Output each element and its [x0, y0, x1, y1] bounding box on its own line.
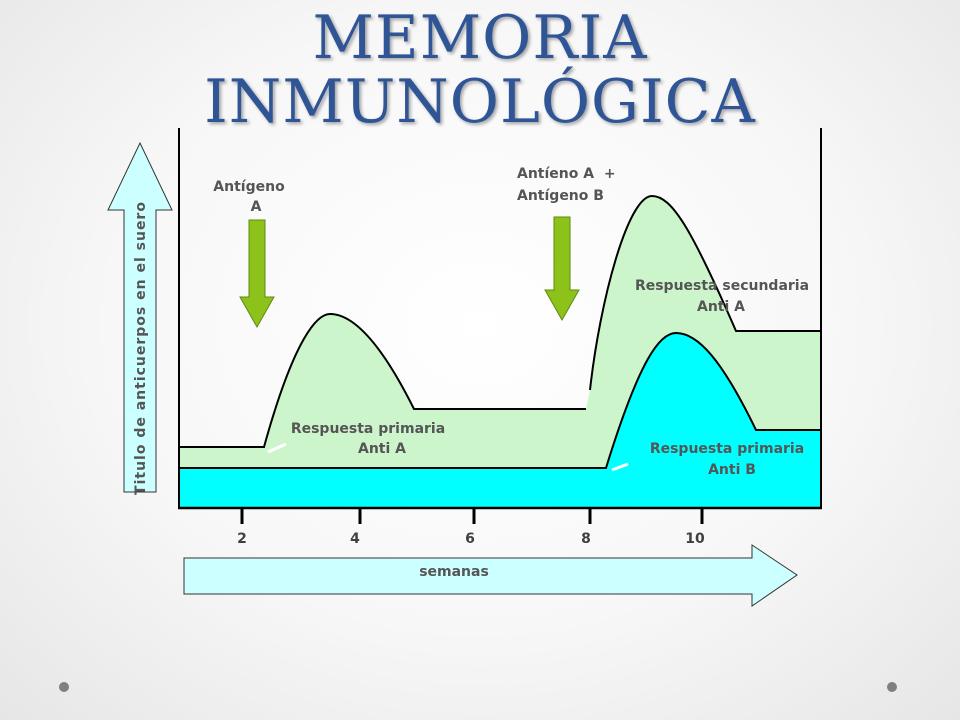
title-line-1: MEMORIA: [312, 3, 648, 73]
primary-b-label-line1: Respuesta primaria: [650, 441, 804, 457]
response-a-curve: [180, 194, 820, 448]
title-line-2: INMUNOLÓGICA: [204, 67, 756, 137]
corner-dot-left: [59, 682, 69, 692]
y-axis-arrow: [107, 141, 173, 493]
onset-marker-a: [267, 442, 287, 454]
x-tick-label: 10: [685, 531, 705, 547]
primary-a-label-line1: Respuesta primaria: [291, 421, 445, 437]
page-title: MEMORIA INMUNOLÓGICA: [0, 6, 960, 134]
secondary-a-label-line2: Anti A: [697, 299, 745, 315]
antigen-a-label-line2: A: [251, 199, 262, 215]
antigen-ab-label-line1: Antíeno A +: [517, 166, 616, 182]
x-axis-arrow: [183, 544, 798, 607]
x-tick-label: 4: [350, 531, 360, 547]
x-axis-ticks: 2 4 6 8 10: [237, 508, 705, 547]
x-tick-label: 6: [465, 531, 475, 547]
corner-dot-right: [887, 682, 897, 692]
response-b-curve: [180, 331, 820, 469]
onset-marker-b: [611, 462, 629, 472]
antigen-ab-label-line2: Antígeno B: [517, 188, 604, 204]
x-tick-label: 8: [581, 531, 591, 547]
y-axis-label: Titulo de anticuerpos en el suero: [133, 201, 149, 495]
antigen-a-arrow: [239, 219, 275, 329]
primary-a-label-line2: Anti A: [358, 441, 406, 457]
antigen-a-label-line1: Antígeno: [213, 179, 285, 195]
x-tick-label: 2: [237, 531, 247, 547]
antigen-ab-arrow: [544, 216, 580, 322]
secondary-a-label-line1: Respuesta secundaria: [635, 278, 809, 294]
response-b-area: [180, 333, 820, 508]
primary-b-label-line2: Anti B: [708, 462, 756, 478]
x-axis-label: semanas: [419, 564, 489, 580]
